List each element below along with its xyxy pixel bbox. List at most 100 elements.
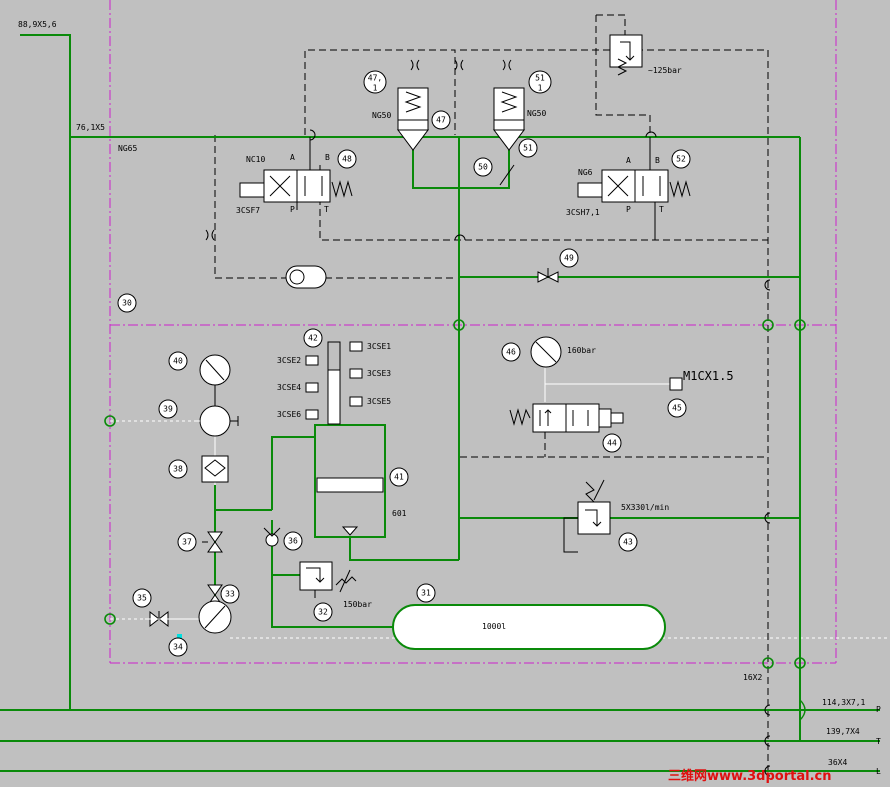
bubble-49: 49 bbox=[559, 248, 579, 268]
svg-text:38: 38 bbox=[173, 465, 183, 474]
label-3cse4: 3CSE4 bbox=[277, 383, 301, 392]
pipe-junctions bbox=[104, 319, 806, 669]
svg-text:44: 44 bbox=[607, 439, 617, 448]
svg-text:40: 40 bbox=[173, 357, 183, 366]
bubble-34: 34 bbox=[168, 637, 188, 657]
label-ng50-left: NG50 bbox=[372, 111, 391, 120]
relief-valve-top bbox=[609, 34, 643, 76]
svg-text:39: 39 bbox=[163, 405, 173, 414]
svg-text:51: 51 bbox=[523, 144, 533, 153]
bubble-39: 39 bbox=[158, 399, 178, 419]
bubble-43: 43 bbox=[618, 532, 638, 552]
pressure-gauge-40 bbox=[199, 354, 231, 410]
pipe-crossovers bbox=[309, 129, 806, 777]
motor-terminal-45 bbox=[669, 377, 683, 391]
directional-valve-44 bbox=[509, 403, 624, 433]
bubble-41: 41 bbox=[389, 467, 409, 487]
svg-text:47,: 47, bbox=[368, 74, 382, 83]
check-valve-36 bbox=[263, 527, 281, 547]
bubble-47-1: 47, 1 bbox=[363, 70, 387, 94]
bubble-50: 50 bbox=[473, 157, 493, 177]
bubble-48: 48 bbox=[337, 149, 357, 169]
bubble-30: 30 bbox=[117, 293, 137, 313]
svg-text:31: 31 bbox=[421, 589, 431, 598]
svg-text:48: 48 bbox=[342, 155, 352, 164]
svg-text:37: 37 bbox=[182, 538, 192, 547]
label-t-right: T bbox=[659, 205, 664, 214]
bubble-47: 47 bbox=[431, 110, 451, 130]
pressure-gauge-34 bbox=[177, 600, 232, 639]
label-l-code: 36X4 bbox=[828, 758, 847, 767]
svg-text:51: 51 bbox=[535, 74, 545, 83]
bubble-35: 35 bbox=[132, 588, 152, 608]
label-port-t: T bbox=[876, 737, 881, 746]
flow-control-valve-43 bbox=[563, 479, 611, 553]
bubble-37: 37 bbox=[177, 532, 197, 552]
svg-text:42: 42 bbox=[308, 334, 318, 343]
label-tank-601: 601 bbox=[392, 509, 407, 518]
pump-39 bbox=[195, 405, 239, 437]
label-b-left: B bbox=[325, 153, 330, 162]
label-sol-left: 3CSF7 bbox=[236, 206, 260, 215]
label-motor: M1CX1.5 bbox=[683, 369, 734, 383]
pressure-gauge-46 bbox=[530, 336, 562, 368]
bubble-40: 40 bbox=[168, 351, 188, 371]
label-3cse1: 3CSE1 bbox=[367, 342, 391, 351]
bubble-51-1: 51 1 bbox=[528, 70, 552, 94]
cartridge-valve-47 bbox=[397, 87, 429, 151]
label-t-left: T bbox=[324, 205, 329, 214]
label-top-left-code: 88,9X5,6 bbox=[18, 20, 57, 29]
label-relief-setting: ~125bar bbox=[648, 66, 682, 75]
label-ng65: NG65 bbox=[118, 144, 137, 153]
label-3cse6: 3CSE6 bbox=[277, 410, 301, 419]
label-relief-32: 150bar bbox=[343, 600, 372, 609]
pressure-pipes bbox=[0, 34, 880, 772]
label-3cse3: 3CSE3 bbox=[367, 369, 391, 378]
shuttle-valve bbox=[285, 265, 327, 289]
label-3cse2: 3CSE2 bbox=[277, 356, 301, 365]
label-p-left: P bbox=[290, 205, 295, 214]
svg-text:33: 33 bbox=[225, 590, 235, 599]
label-p-code: 114,3X7,1 bbox=[822, 698, 866, 707]
label-t-code: 139,7X4 bbox=[826, 727, 860, 736]
cartridge-valve-51 bbox=[493, 87, 525, 151]
label-port-p: P bbox=[876, 705, 881, 714]
label-16x2: 16X2 bbox=[743, 673, 762, 682]
label-flow-spec: 5X330l/min bbox=[621, 503, 669, 512]
svg-text:47: 47 bbox=[436, 116, 446, 125]
valve-37 bbox=[202, 531, 223, 553]
directional-valve-52 bbox=[577, 137, 691, 240]
label-ng50-right: NG50 bbox=[527, 109, 546, 118]
label-nc10: NC10 bbox=[246, 155, 265, 164]
unit-boundary bbox=[109, 0, 837, 664]
svg-text:41: 41 bbox=[394, 473, 404, 482]
label-line-code: 76,1X5 bbox=[76, 123, 105, 132]
label-sol-right: 3CSH7,1 bbox=[566, 208, 600, 217]
tank-41 bbox=[314, 424, 386, 538]
svg-text:50: 50 bbox=[478, 163, 488, 172]
svg-text:46: 46 bbox=[506, 348, 516, 357]
orifice-marks bbox=[205, 59, 512, 241]
filter-38 bbox=[201, 455, 229, 483]
bubble-32: 32 bbox=[313, 602, 333, 622]
bubble-51: 51 bbox=[518, 138, 538, 158]
svg-text:34: 34 bbox=[173, 643, 183, 652]
relief-valve-32 bbox=[299, 561, 357, 598]
label-p-right: P bbox=[626, 205, 631, 214]
bubble-33: 33 bbox=[220, 584, 240, 604]
diagram-labels: 88,9X5,6 76,1X5 NG65 NG50 NG50 NC10 NG6 … bbox=[18, 20, 881, 776]
svg-text:45: 45 bbox=[672, 404, 682, 413]
bubble-52: 52 bbox=[671, 149, 691, 169]
bubble-31: 31 bbox=[416, 583, 436, 603]
bubble-38: 38 bbox=[168, 459, 188, 479]
ball-valve-49 bbox=[537, 268, 559, 283]
label-gauge46-setting: 160bar bbox=[567, 346, 596, 355]
bubble-42: 42 bbox=[303, 328, 323, 348]
svg-text:1: 1 bbox=[538, 84, 543, 93]
svg-text:52: 52 bbox=[676, 155, 686, 164]
accumulator-31 bbox=[392, 604, 666, 650]
label-accumulator: 1000l bbox=[482, 622, 506, 631]
level-switch-42 bbox=[305, 341, 363, 425]
svg-text:1: 1 bbox=[373, 84, 378, 93]
